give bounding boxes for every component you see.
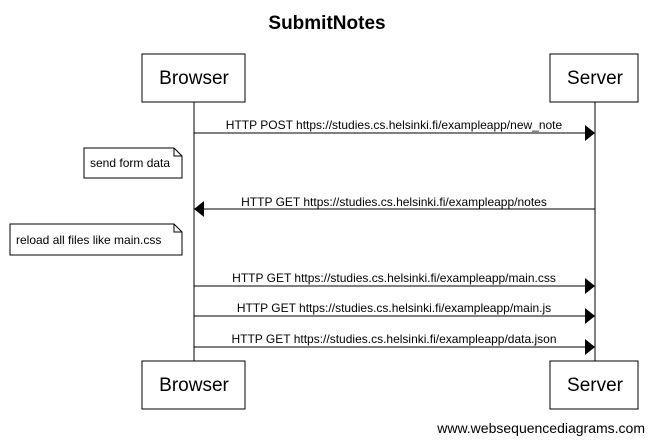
- message-label: HTTP POST https://studies.cs.helsinki.fi…: [226, 118, 563, 132]
- note-fold-icon: [173, 224, 182, 233]
- participant-browser-bottom-label: Browser: [159, 375, 229, 396]
- note-label: send form data: [90, 156, 170, 170]
- message-label: HTTP GET https://studies.cs.helsinki.fi/…: [232, 271, 556, 285]
- watermark-text: www.websequencediagrams.com: [436, 420, 645, 436]
- arrowhead-right-icon: [585, 339, 595, 355]
- participant-server-bottom-label: Server: [567, 375, 624, 396]
- participant-browser-top-label: Browser: [159, 68, 229, 89]
- participant-browser-top: [141, 53, 246, 103]
- arrowhead-right-icon: [585, 308, 595, 324]
- note-fold-icon: [173, 148, 182, 157]
- note-box: [9, 223, 183, 256]
- arrowhead-right-icon: [585, 125, 595, 141]
- participant-server-top: [549, 53, 639, 103]
- arrowhead-right-icon: [585, 278, 595, 294]
- message-label: HTTP GET https://studies.cs.helsinki.fi/…: [237, 301, 551, 315]
- participant-server-bottom: [549, 360, 639, 410]
- note-label: reload all files like main.css: [16, 233, 161, 247]
- participant-browser-bottom: [141, 360, 246, 410]
- diagram-title: SubmitNotes: [268, 13, 385, 34]
- message-label: HTTP GET https://studies.cs.helsinki.fi/…: [231, 332, 556, 346]
- note-box: [83, 147, 183, 179]
- arrowhead-left-icon: [194, 201, 204, 217]
- message-label: HTTP GET https://studies.cs.helsinki.fi/…: [241, 195, 547, 209]
- participant-server-top-label: Server: [567, 68, 624, 89]
